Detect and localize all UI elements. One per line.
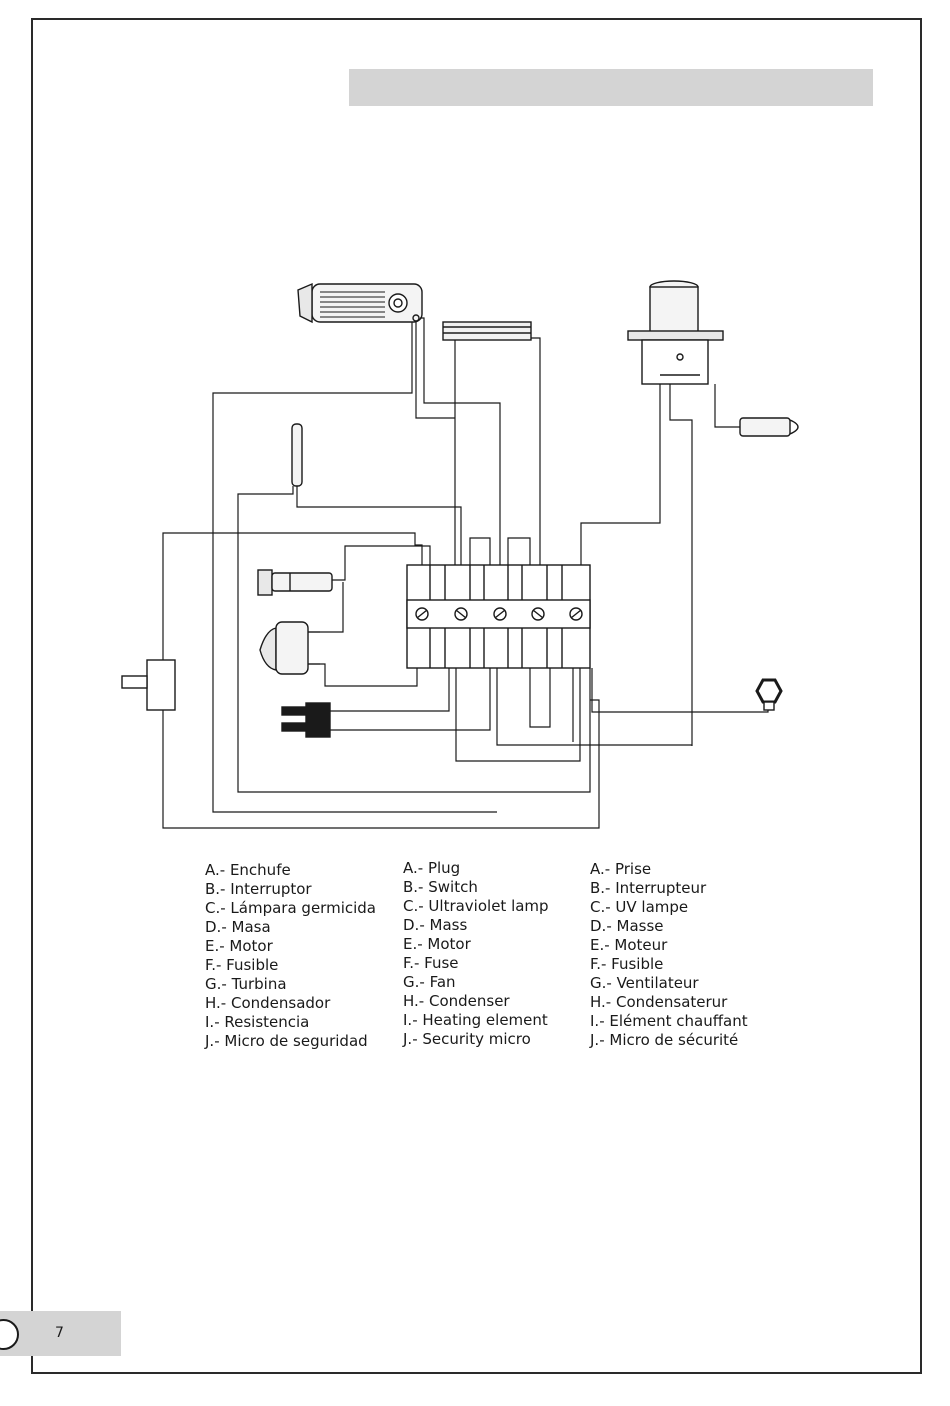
legend-item: B.- Interrupteur	[590, 879, 707, 897]
condenser	[259, 621, 320, 675]
legend-item: H.- Condenser	[403, 992, 510, 1010]
legend-item: H.- Condensador	[205, 994, 331, 1012]
legend-item: I.- Heating element	[403, 1011, 548, 1029]
fan-component	[297, 282, 423, 324]
legend-item: A.- Plug	[403, 859, 461, 877]
legend-item: G.- Turbina	[205, 975, 287, 993]
plug	[281, 702, 331, 738]
legend-item: E.- Moteur	[590, 936, 668, 954]
motor-component	[627, 280, 799, 437]
legend-item: C.- UV lampe	[590, 898, 689, 916]
uv-lamp	[291, 423, 303, 487]
legend-item: E.- Motor	[403, 935, 471, 953]
legend-item: D.- Masa	[205, 918, 271, 936]
legend-item: C.- Ultraviolet lamp	[403, 897, 549, 915]
footer-tab	[0, 1311, 121, 1356]
legend-item: G.- Fan	[403, 973, 456, 991]
legend-spanish: A.- Enchufe B.- Interruptor C.- Lámpara …	[205, 861, 376, 1051]
legend-item: D.- Mass	[403, 916, 468, 934]
legend-item: G.- Ventilateur	[590, 974, 699, 992]
legend-english: A.- Plug B.- Switch C.- Ultraviolet lamp…	[403, 859, 549, 1049]
legend-item: B.- Interruptor	[205, 880, 312, 898]
heating-element	[442, 321, 532, 341]
legend-item: C.- Lámpara germicida	[205, 899, 376, 917]
header-bar	[349, 69, 873, 106]
legend-item: A.- Enchufe	[205, 861, 291, 879]
legend-item: A.- Prise	[590, 860, 652, 878]
switch	[121, 659, 176, 711]
legend-item: H.- Condensaterur	[590, 993, 728, 1011]
legend-french: A.- Prise B.- Interrupteur C.- UV lampe …	[590, 860, 748, 1050]
security-micro	[755, 678, 783, 711]
page-number: 7	[55, 1325, 64, 1341]
fuse	[257, 569, 333, 596]
page-frame	[31, 18, 922, 1374]
legend-item: D.- Masse	[590, 917, 664, 935]
legend-item: J.- Micro de sécurité	[590, 1031, 739, 1049]
legend-item: F.- Fuse	[403, 954, 459, 972]
wires	[162, 317, 769, 829]
legend-item: E.- Motor	[205, 937, 273, 955]
legend-item: F.- Fusible	[590, 955, 664, 973]
legend-item: F.- Fusible	[205, 956, 279, 974]
legend-item: J.- Security micro	[403, 1030, 531, 1048]
legend-item: J.- Micro de seguridad	[205, 1032, 368, 1050]
legend-item: I.- Elément chauffant	[590, 1012, 748, 1030]
legend-item: B.- Switch	[403, 878, 478, 896]
terminal-block	[406, 564, 591, 669]
legend-item: I.- Resistencia	[205, 1013, 310, 1031]
